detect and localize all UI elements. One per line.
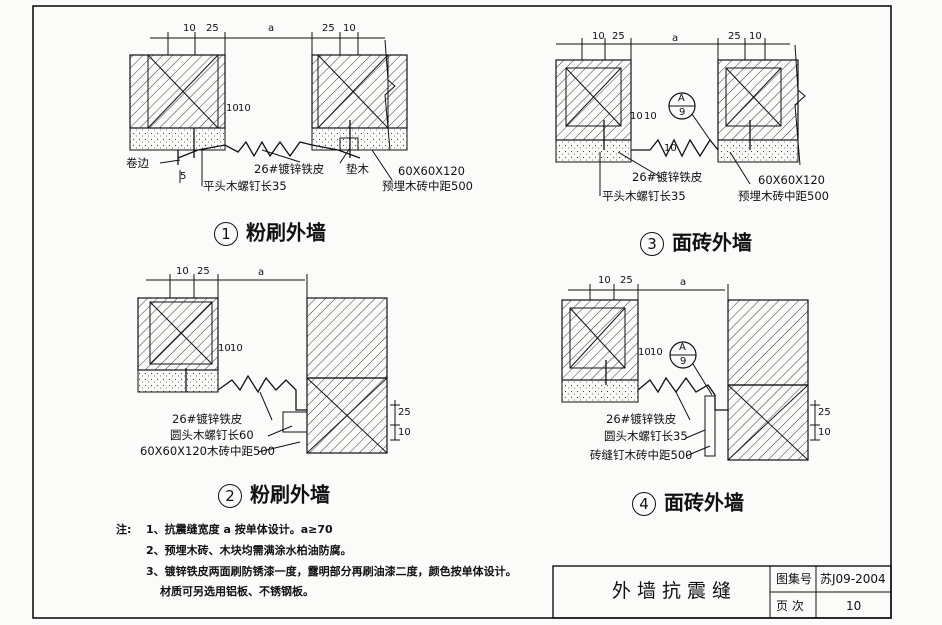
- label-4-screw: 圆头木螺钉长35: [604, 429, 688, 443]
- label-4-sheet: 26#镀锌铁皮: [606, 412, 677, 426]
- label-1-screw: 平头木螺钉长35: [203, 179, 287, 193]
- dim-3-b: 25: [612, 31, 625, 42]
- dim-1-b: 25: [206, 23, 219, 34]
- detail-2-section: [137, 274, 400, 454]
- ref-4-bottom: 9: [680, 356, 687, 367]
- label-3-brick: 预埋木砖中距500: [738, 189, 829, 203]
- detail-4-number: 4: [632, 492, 656, 516]
- detail-3-number: 3: [640, 232, 664, 256]
- dim-2-e: 10: [218, 343, 231, 354]
- note-1: 1、抗震缝宽度 a 按单体设计。a≥70: [146, 523, 333, 536]
- notes-heading: 注:: [116, 523, 132, 536]
- label-1-pad: 垫木: [346, 162, 369, 176]
- dim-1-g: 5: [180, 171, 187, 182]
- drawing-title: 外墙抗震缝: [612, 580, 738, 602]
- dim-4-h: 25: [818, 407, 831, 418]
- dim-3-d: 10: [749, 31, 762, 42]
- page-value: 10: [846, 599, 862, 613]
- note-4: 材质可另选用铝板、不锈钢板。: [160, 585, 314, 598]
- dim-2-a: 10: [176, 266, 189, 277]
- dim-4-gap: a: [680, 277, 687, 288]
- atlas-label: 图集号: [776, 572, 813, 586]
- label-2-brick: 60X60X120木砖中距500: [140, 444, 275, 458]
- note-2: 2、预埋木砖、木块均需满涂水柏油防腐。: [146, 544, 352, 557]
- dim-2-i: 10: [398, 427, 411, 438]
- dim-2-h: 25: [398, 407, 411, 418]
- dim-3-g: 10: [664, 143, 677, 154]
- dim-1-f: 10: [238, 103, 251, 114]
- label-2-sheet: 26#镀锌铁皮: [172, 412, 243, 426]
- dim-3-gap: a: [672, 33, 679, 44]
- atlas-value: 苏J09-2004: [820, 572, 886, 586]
- label-1-roll: 卷边: [126, 156, 149, 170]
- dim-1-a: 10: [183, 23, 196, 34]
- ref-4-top: A: [679, 342, 686, 353]
- title-block: [552, 565, 892, 619]
- label-3-screw: 平头木螺钉长35: [602, 189, 686, 203]
- note-3: 3、镀锌铁皮两面刷防锈漆一度，露明部分再刷油漆二度，颜色按单体设计。: [146, 565, 517, 578]
- label-1-brick: 预埋木砖中距500: [382, 179, 473, 193]
- dim-2-gap: a: [258, 267, 265, 278]
- dim-4-f: 10: [650, 347, 663, 358]
- detail-2-number: 2: [218, 484, 242, 508]
- label-1-sheet: 26#镀锌铁皮: [254, 162, 325, 176]
- dim-4-i: 10: [818, 427, 831, 438]
- dim-2-b: 25: [197, 266, 210, 277]
- label-3-sheet: 26#镀锌铁皮: [632, 170, 703, 184]
- label-3-brick-size: 60X60X120: [758, 173, 825, 187]
- detail-4-section: [561, 284, 820, 461]
- dim-2-f: 10: [230, 343, 243, 354]
- drawing-frame: [32, 5, 892, 619]
- dim-4-b: 25: [620, 275, 633, 286]
- page-label: 页 次: [776, 599, 804, 613]
- detail-3-section: [555, 38, 806, 196]
- dim-1-d: 10: [343, 23, 356, 34]
- detail-1-section: [129, 32, 408, 186]
- dim-4-a: 10: [598, 275, 611, 286]
- label-4-brick: 砖缝钉木砖中距500: [590, 448, 693, 462]
- dim-1-e: 10: [226, 103, 239, 114]
- dim-1-c: 25: [322, 23, 335, 34]
- detail-1-number: 1: [214, 222, 238, 246]
- dim-3-c: 25: [728, 31, 741, 42]
- ref-3-top: A: [678, 93, 685, 104]
- dim-3-f: 10: [644, 111, 657, 122]
- ref-3-bottom: 9: [679, 107, 686, 118]
- dim-3-e: 10: [630, 111, 643, 122]
- dim-4-e: 10: [638, 347, 651, 358]
- dim-1-gap: a: [268, 23, 275, 34]
- label-2-screw: 圆头木螺钉长60: [170, 428, 254, 442]
- label-1-brick-size: 60X60X120: [398, 164, 465, 178]
- dim-3-a: 10: [592, 31, 605, 42]
